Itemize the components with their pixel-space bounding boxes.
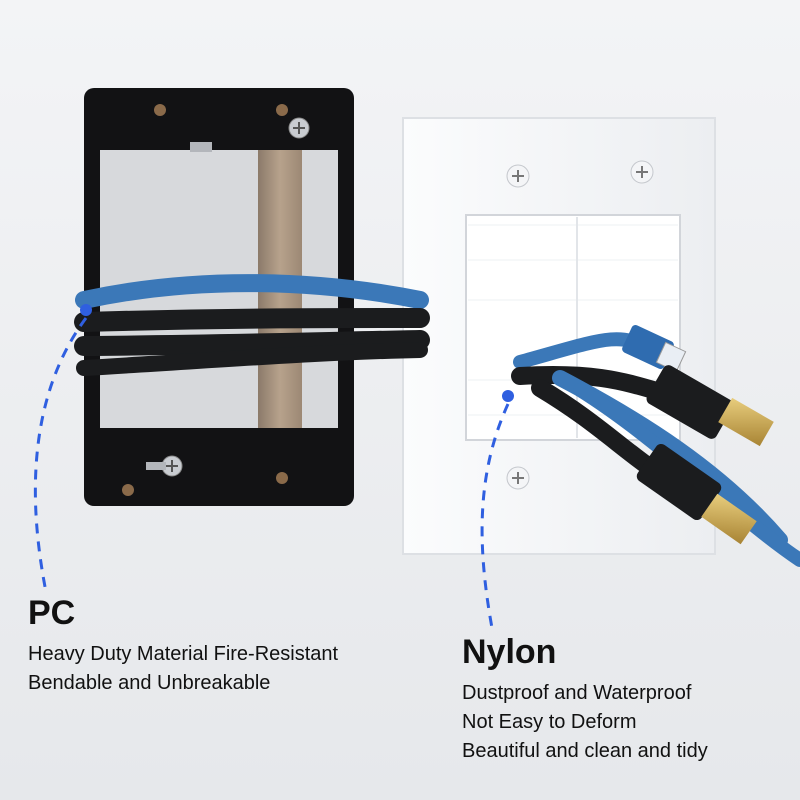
pc-title: PC: [28, 594, 76, 632]
nylon-feature-line: Dustproof and Waterproof: [462, 682, 692, 705]
cable-bundle: [74, 274, 430, 376]
screw-icon: [288, 117, 310, 139]
nylon-feature-line: Not Easy to Deform: [462, 711, 637, 734]
screw-icon: [506, 164, 530, 188]
nylon-callout-pointer: [480, 390, 514, 629]
pc-callout-pointer: [33, 304, 92, 593]
nylon-feature-line: Beautiful and clean and tidy: [462, 740, 708, 763]
pc-feature-line: Heavy Duty Material Fire-Resistant: [28, 643, 339, 666]
screw-icon: [506, 466, 530, 490]
screw-icon: [630, 160, 654, 184]
screw-icon: [190, 142, 212, 152]
nylon-title: Nylon: [462, 633, 557, 671]
pc-feature-line: Bendable and Unbreakable: [28, 672, 271, 695]
hdmi-connector-icon: [636, 443, 757, 545]
rj45-connector-icon: [622, 325, 687, 373]
hdmi-connector-icon: [646, 365, 774, 447]
screw-icon: [146, 455, 183, 477]
nylon-callout: Nylon Dustproof and Waterproof Not Easy …: [462, 633, 708, 766]
pc-callout: PC Heavy Duty Material Fire-Resistant Be…: [28, 594, 339, 698]
